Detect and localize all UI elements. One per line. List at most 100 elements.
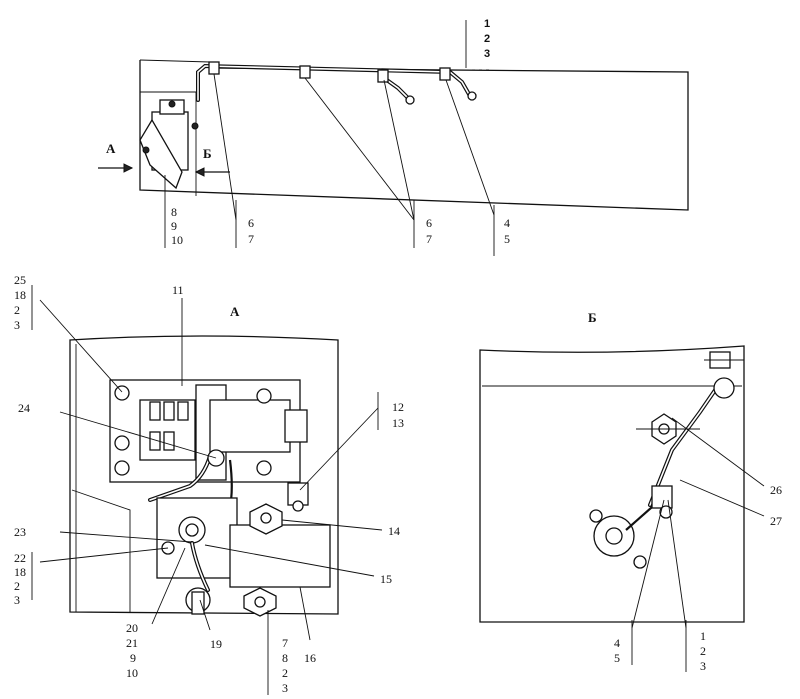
leader-6-7-right-b [383, 79, 415, 221]
nozzle-1 [405, 95, 415, 105]
bolt-bl [114, 460, 130, 476]
view-b-bolt-bottom [633, 555, 647, 569]
label-20-9: 9 [130, 651, 136, 665]
leader-25 [39, 299, 123, 393]
clamp-4 [439, 67, 451, 81]
label-b-3: 3 [700, 659, 706, 673]
label-7-2: 2 [282, 666, 288, 680]
view-a-bracket [71, 489, 131, 612]
view-b: Б 26 27 4 5 1 2 3 [479, 310, 782, 673]
lower-plate-16 [229, 524, 331, 588]
leader-15 [204, 544, 375, 577]
view-a: А [14, 273, 404, 695]
label-26: 26 [770, 483, 782, 497]
callout-2: 2 [484, 33, 490, 45]
leader-26 [671, 417, 765, 487]
arrow-a-head [123, 163, 134, 173]
label-b-5: 5 [614, 651, 620, 665]
label-22-18: 18 [14, 565, 26, 579]
hex-fitting-14-hole [260, 512, 272, 524]
label-25: 25 [14, 273, 26, 287]
arrow-b-label: Б [203, 146, 212, 161]
main-pipe-branch-inner [383, 77, 411, 101]
view-a-title: А [230, 304, 240, 319]
leader-6-7-left [213, 73, 237, 221]
leader-6-7-right-a [304, 77, 415, 221]
view-b-panel [479, 345, 745, 623]
label-16: 16 [304, 651, 316, 665]
view-b-bolt-left [589, 509, 603, 523]
label-27: 27 [770, 514, 782, 528]
hex-fitting-7-hole [254, 596, 266, 608]
label-20-10: 10 [126, 666, 138, 680]
view-b-fitting-top [713, 377, 735, 399]
leader-20 [151, 547, 186, 625]
nozzle-2 [467, 91, 477, 101]
motor-end [284, 409, 308, 443]
callout-6-right: 6 [426, 216, 432, 230]
clamp-12-13-bolt [292, 500, 304, 512]
leader-1-2-3-b [667, 499, 687, 629]
label-24: 24 [18, 401, 30, 415]
label-22-3: 3 [14, 593, 20, 607]
label-19: 19 [210, 637, 222, 651]
label-b-4: 4 [614, 636, 620, 650]
callout-3: 3 [484, 48, 490, 60]
callout-8: 8 [171, 205, 177, 219]
leader-4-5 [445, 79, 495, 216]
label-b-2: 2 [700, 644, 706, 658]
view-a-panel [69, 335, 339, 615]
bolt-tl [114, 385, 130, 401]
leader-12-13 [299, 407, 379, 491]
callout-9: 9 [171, 219, 177, 233]
valve-fittings [149, 401, 189, 451]
callout-7-left: 7 [248, 232, 254, 246]
label-22: 22 [14, 551, 26, 565]
clamp-2 [299, 65, 311, 79]
label-12: 12 [392, 400, 404, 414]
pump-bolt [168, 100, 176, 108]
leader-4-5-b [631, 499, 665, 629]
callout-4: 4 [504, 216, 510, 230]
leader-16 [299, 586, 311, 641]
bolt-ml [114, 435, 130, 451]
main-pipe-inner [197, 65, 471, 101]
nozzle-19-body [191, 591, 205, 615]
label-15: 15 [380, 572, 392, 586]
pump-bolt-3 [142, 146, 150, 154]
label-22-2: 2 [14, 579, 20, 593]
label-7-8: 8 [282, 651, 288, 665]
bolt-br [256, 460, 272, 476]
callout-7-right: 7 [426, 232, 432, 246]
label-7-3: 3 [282, 681, 288, 695]
leader-23 [59, 531, 193, 543]
view-b-pump-hub [605, 527, 623, 545]
main-frame-top-left [139, 59, 211, 63]
clamp-3 [377, 69, 389, 83]
label-25-3: 3 [14, 318, 20, 332]
clamp-1 [208, 61, 220, 75]
label-14: 14 [388, 524, 400, 538]
label-7: 7 [282, 636, 288, 650]
callout-5: 5 [504, 232, 510, 246]
pump-bolt-2 [191, 122, 199, 130]
leader-22 [39, 547, 169, 563]
leader-27 [679, 479, 765, 517]
bolt-tr [256, 388, 272, 404]
label-13: 13 [392, 416, 404, 430]
callout-10: 10 [171, 233, 183, 247]
label-21: 21 [126, 636, 138, 650]
label-23: 23 [14, 525, 26, 539]
label-25-18: 18 [14, 288, 26, 302]
main-frame [139, 60, 689, 211]
label-b-1: 1 [700, 629, 706, 643]
leader-14 [281, 519, 383, 531]
callout-1: 1 [484, 18, 490, 30]
leader-19 [199, 599, 211, 631]
label-11: 11 [172, 283, 184, 297]
main-view: А Б 1 2 3 8 9 10 6 7 6 7 4 5 [98, 18, 689, 256]
motor-body [209, 399, 291, 453]
arrow-a-label: А [106, 141, 116, 156]
view-a-tube-2-inner [191, 542, 209, 591]
